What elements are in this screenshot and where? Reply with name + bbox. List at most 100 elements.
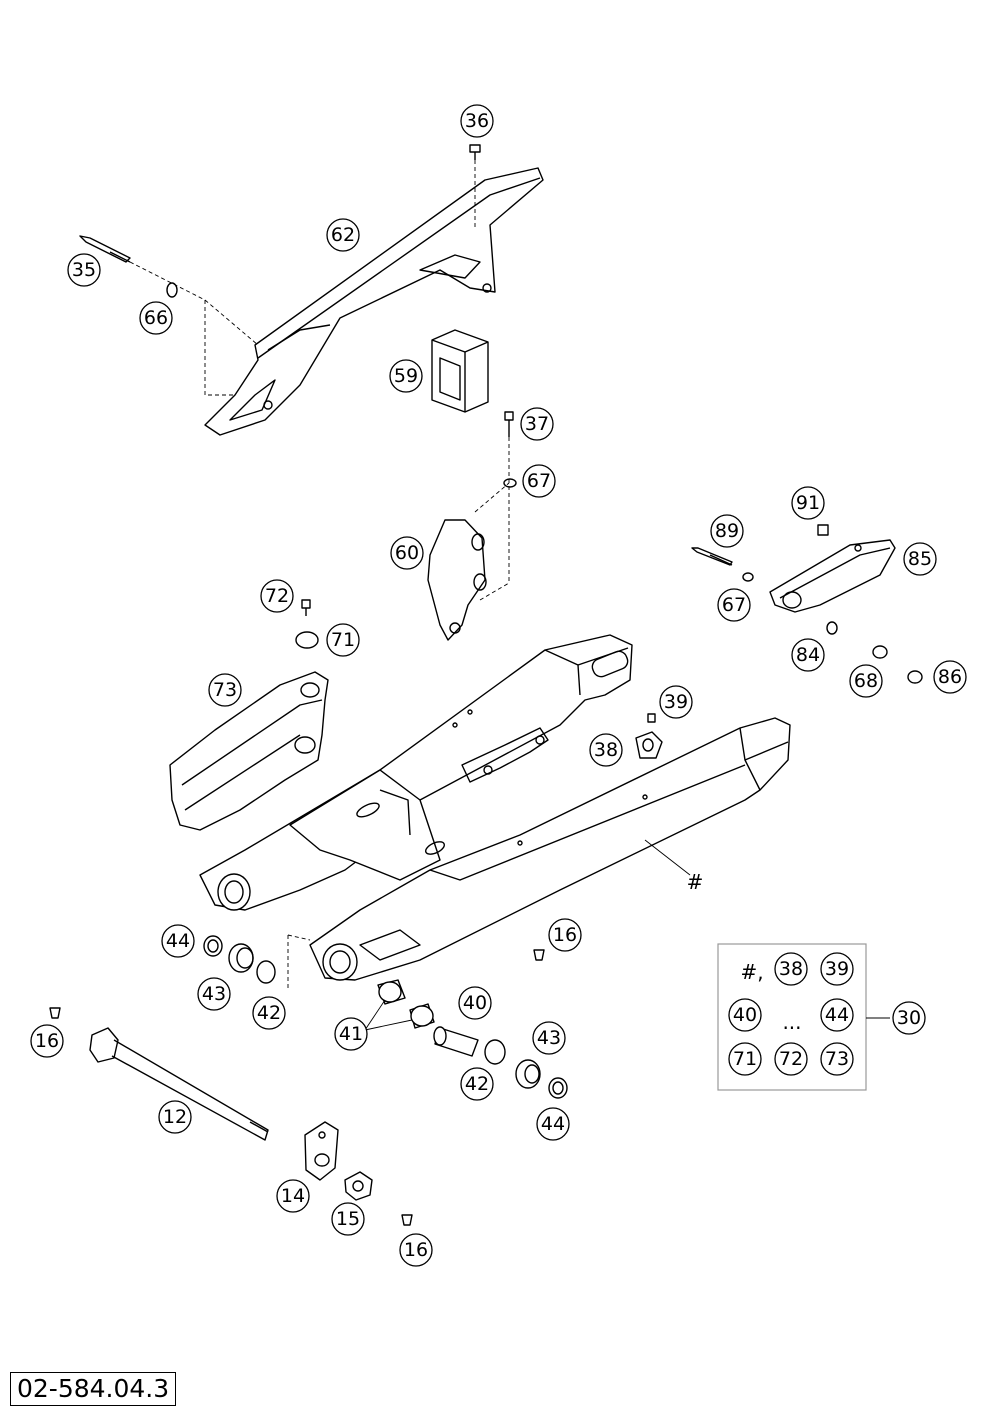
nut-15-part <box>344 1171 373 1201</box>
callout-16a: 16 <box>548 918 582 952</box>
cap-16a-part <box>533 949 545 961</box>
svg-text:38: 38 <box>779 958 803 980</box>
svg-text:73: 73 <box>825 1048 849 1070</box>
callout-44b: 44 <box>536 1107 570 1141</box>
bearing-41-part <box>377 979 435 1029</box>
callout-39: 39 <box>659 685 693 719</box>
callout-14: 14 <box>276 1179 310 1213</box>
washer-71-part <box>295 631 319 649</box>
svg-text:43: 43 <box>202 983 226 1005</box>
callout-60: 60 <box>390 536 424 570</box>
kit-hash-text: #, <box>740 960 763 984</box>
svg-text:67: 67 <box>722 594 746 616</box>
clamp-38-part <box>635 731 663 759</box>
svg-text:71: 71 <box>733 1048 757 1070</box>
svg-text:39: 39 <box>664 691 688 713</box>
adjuster-14-part <box>304 1121 339 1181</box>
callout-85: 85 <box>903 542 937 576</box>
washer-67b-part <box>742 572 754 582</box>
bracket-60-part <box>427 519 487 641</box>
kit-callout-44: 44 <box>820 998 854 1032</box>
slider-block-59-part <box>431 329 489 413</box>
svg-text:91: 91 <box>796 492 820 514</box>
cap-16b-part <box>49 1007 61 1019</box>
svg-text:44: 44 <box>541 1113 565 1135</box>
callout-66: 66 <box>139 301 173 335</box>
ring-42b-part <box>484 1039 506 1065</box>
svg-text:38: 38 <box>594 739 618 761</box>
callout-41: 41 <box>334 1017 368 1051</box>
svg-text:89: 89 <box>715 520 739 542</box>
callout-72: 72 <box>260 579 294 613</box>
cap-16c-part <box>401 1214 413 1226</box>
callout-16c: 16 <box>399 1233 433 1267</box>
svg-text:40: 40 <box>733 1004 757 1026</box>
svg-text:84: 84 <box>796 644 820 666</box>
svg-text:85: 85 <box>908 548 932 570</box>
svg-text:68: 68 <box>854 670 878 692</box>
svg-text:66: 66 <box>144 307 168 329</box>
svg-text:16: 16 <box>35 1030 59 1052</box>
kit-ellipsis: ... <box>782 1010 801 1034</box>
callout-35: 35 <box>67 253 101 287</box>
svg-text:67: 67 <box>527 470 551 492</box>
screw-91-part <box>817 524 829 536</box>
svg-text:12: 12 <box>163 1106 187 1128</box>
bearing-44a-part <box>203 935 223 957</box>
callout-40: 40 <box>458 986 492 1020</box>
screw-72-part <box>301 599 311 616</box>
svg-text:59: 59 <box>394 365 418 387</box>
callout-89: 89 <box>710 514 744 548</box>
callout-67a: 67 <box>522 464 556 498</box>
washer-67-part <box>503 478 517 488</box>
callout-42b: 42 <box>460 1067 494 1101</box>
svg-text:15: 15 <box>336 1208 360 1230</box>
callout-15: 15 <box>331 1202 365 1236</box>
screw-36-part <box>469 144 481 228</box>
callout-43b: 43 <box>532 1021 566 1055</box>
callout-30: 30 <box>892 1001 926 1035</box>
svg-text:72: 72 <box>265 585 289 607</box>
kit-callout-39: 39 <box>820 952 854 986</box>
callout-73: 73 <box>208 673 242 707</box>
callout-37: 37 <box>520 407 554 441</box>
screw-39-part <box>647 713 656 723</box>
svg-text:71: 71 <box>331 629 355 651</box>
svg-text:60: 60 <box>395 542 419 564</box>
ring-42a-part <box>256 960 276 984</box>
seal-43b-part <box>515 1059 541 1089</box>
svg-text:30: 30 <box>897 1007 921 1029</box>
chain-slider-73-part <box>169 671 329 831</box>
callout-84: 84 <box>791 638 825 672</box>
kit-callout-73: 73 <box>820 1042 854 1076</box>
svg-text:41: 41 <box>339 1023 363 1045</box>
svg-text:86: 86 <box>938 666 962 688</box>
kit-box-frame <box>717 943 867 1091</box>
svg-text:42: 42 <box>257 1002 281 1024</box>
callout-36: 36 <box>460 104 494 138</box>
assembly-marker: # <box>687 870 704 894</box>
svg-text:35: 35 <box>72 259 96 281</box>
callout-71: 71 <box>326 623 360 657</box>
callout-91: 91 <box>791 486 825 520</box>
svg-text:44: 44 <box>166 930 190 952</box>
callout-86: 86 <box>933 660 967 694</box>
callout-62: 62 <box>326 218 360 252</box>
kit-callout-38: 38 <box>774 952 808 986</box>
kit-callout-72: 72 <box>774 1042 808 1076</box>
chain-slider-85-part <box>769 539 896 613</box>
svg-text:40: 40 <box>463 992 487 1014</box>
bolt-35-part <box>79 235 206 301</box>
svg-text:42: 42 <box>465 1073 489 1095</box>
callout-59: 59 <box>389 359 423 393</box>
callout-44a: 44 <box>161 924 195 958</box>
nut-86-part <box>907 670 923 684</box>
diagram-id-label: 02-584.04.3 <box>10 1372 177 1406</box>
svg-text:16: 16 <box>404 1239 428 1261</box>
callout-16b: 16 <box>30 1024 64 1058</box>
svg-text:39: 39 <box>825 958 849 980</box>
svg-text:14: 14 <box>281 1185 305 1207</box>
svg-text:62: 62 <box>331 224 355 246</box>
nut-68-part <box>872 645 888 659</box>
svg-text:37: 37 <box>525 413 549 435</box>
